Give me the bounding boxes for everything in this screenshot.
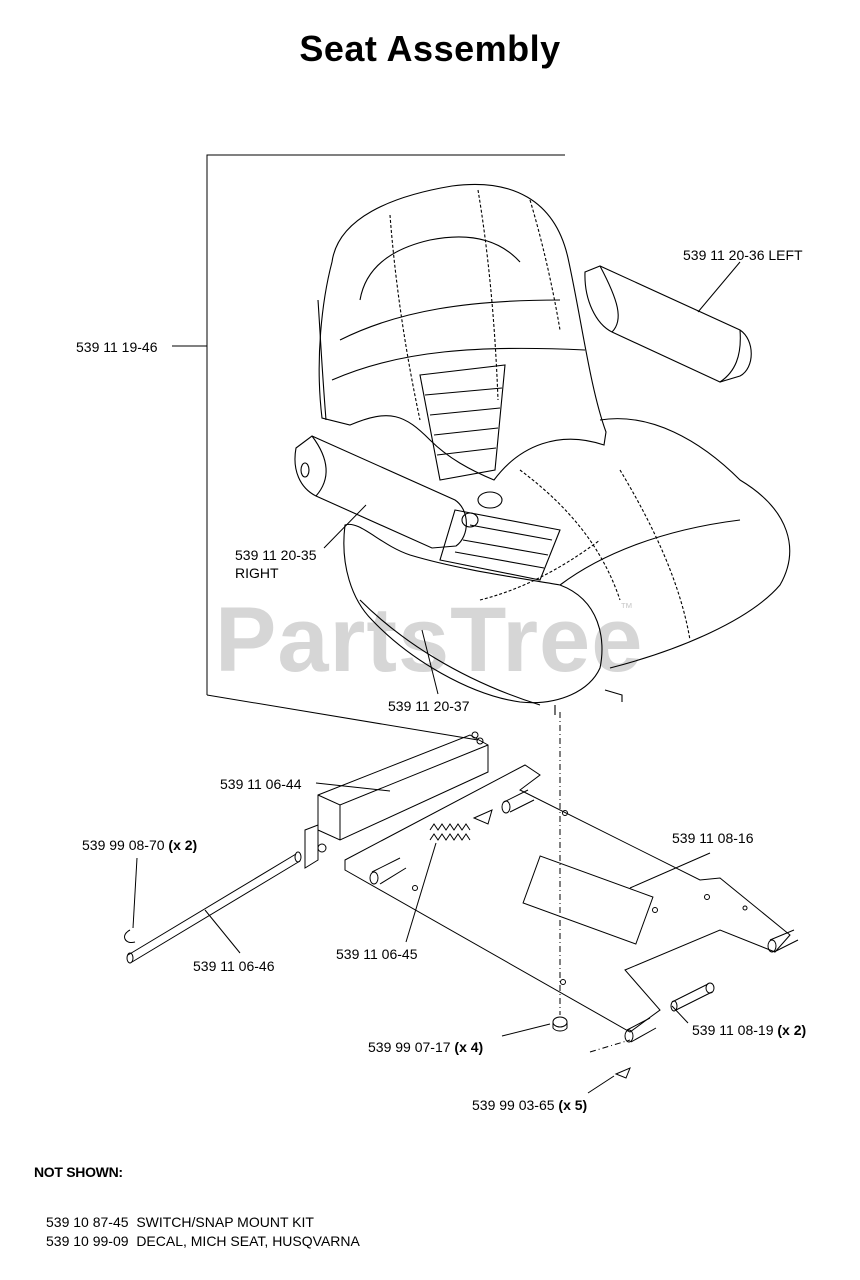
seat-cushion (343, 418, 791, 715)
callout-pivot-pin: 539 11 08-19 (x 2) (692, 1021, 806, 1039)
assembly-bracket (206, 154, 565, 741)
clip-part-number: 539 99 08-70 (82, 837, 165, 853)
callout-base-plate: 539 11 08-16 (672, 830, 754, 846)
cotter-pin (614, 1067, 631, 1079)
cotter-part-number: 539 99 03-65 (472, 1097, 555, 1113)
base-plate (344, 764, 791, 1033)
not-shown-description: SWITCH/SNAP MOUNT KIT (136, 1214, 314, 1230)
callout-armrest-right-side: RIGHT (235, 565, 279, 581)
callout-spring: 539 11 06-45 (336, 946, 418, 962)
pin-part-number: 539 11 08-19 (692, 1022, 774, 1038)
rod (126, 851, 302, 964)
watermark-trademark: ™ (620, 600, 633, 615)
callout-cushion: 539 11 20-37 (388, 698, 470, 714)
armrest-right (294, 435, 503, 549)
callout-cotter-pin: 539 99 03-65 (x 5) (472, 1096, 587, 1114)
centerlines (559, 712, 631, 1053)
not-shown-description: DECAL, MICH SEAT, HUSQVARNA (136, 1233, 360, 1249)
cotter-quantity: (x 5) (558, 1097, 588, 1113)
callout-nut: 539 99 07-17 (x 4) (368, 1038, 483, 1056)
pin-quantity: (x 2) (777, 1022, 807, 1038)
nut-part-number: 539 99 07-17 (368, 1039, 451, 1055)
pivot-pin (670, 982, 715, 1012)
callout-armrest-left: 539 11 20-36 LEFT (683, 247, 803, 263)
page-title: Seat Assembly (299, 28, 561, 69)
callout-slide-bracket: 539 11 06-44 (220, 776, 302, 792)
callout-backrest: 539 11 19-46 (76, 339, 158, 355)
nut (552, 1016, 568, 1032)
watermark: PartsTree (215, 589, 644, 691)
not-shown-item: 539 10 99-09 DECAL, MICH SEAT, HUSQVARNA (46, 1233, 360, 1249)
spring (429, 809, 493, 841)
not-shown-part-number: 539 10 87-45 (46, 1214, 129, 1230)
not-shown-item: 539 10 87-45 SWITCH/SNAP MOUNT KIT (46, 1214, 314, 1230)
callout-armrest-right-number: 539 11 20-35 (235, 547, 317, 563)
not-shown-heading: NOT SHOWN: (34, 1164, 123, 1180)
slide-bracket (304, 731, 489, 869)
seat-backrest (317, 183, 607, 481)
callout-rod: 539 11 06-46 (193, 958, 275, 974)
plate-rollers (369, 789, 799, 1043)
clip (124, 929, 136, 944)
nut-quantity: (x 4) (454, 1039, 484, 1055)
clip-quantity: (x 2) (168, 837, 198, 853)
callout-clip: 539 99 08-70 (x 2) (82, 836, 197, 854)
not-shown-part-number: 539 10 99-09 (46, 1233, 129, 1249)
leader-lines (132, 261, 741, 1094)
armrest-left (584, 265, 752, 383)
